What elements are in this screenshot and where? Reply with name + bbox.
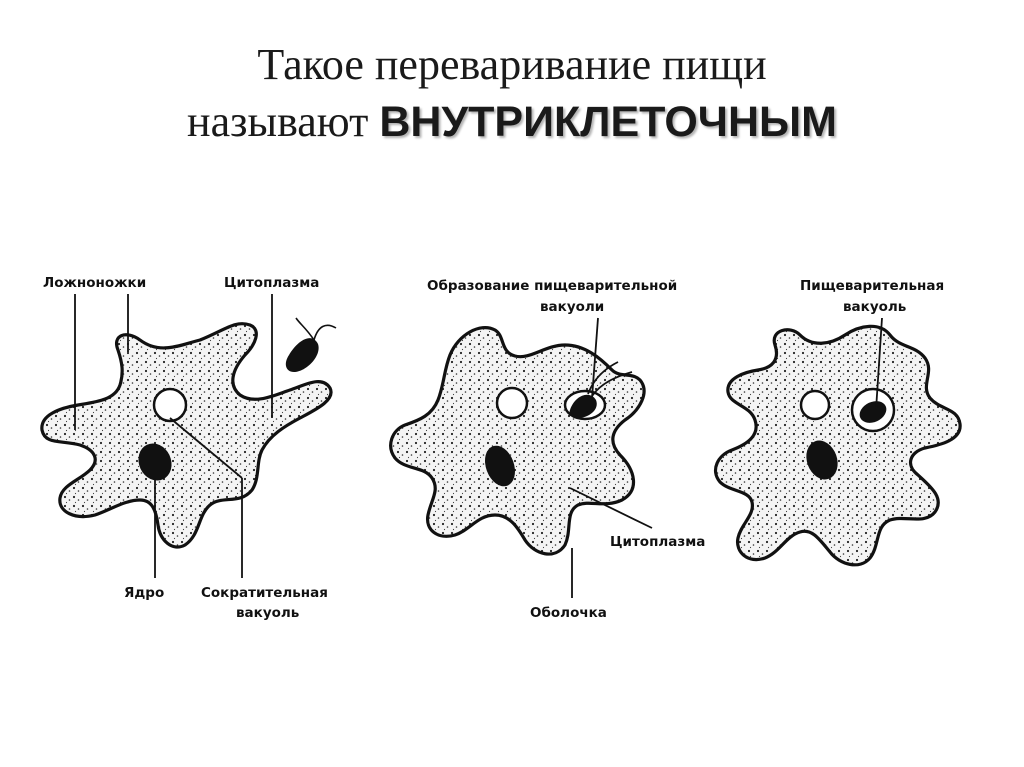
label-digestive-2: вакуоль (843, 299, 906, 315)
leader-lines (74, 294, 883, 598)
label-digestive-1: Пищеварительная (800, 278, 944, 294)
amoeba-2-body (389, 326, 646, 556)
label-pseudopods: Ложноножки (43, 275, 146, 291)
label-membrane: Оболочка (530, 605, 607, 621)
contractile-vacuole-2 (495, 386, 529, 420)
title-prefix: называют (187, 97, 369, 146)
label-cytoplasm-2: Цитоплазма (610, 534, 705, 550)
diagram-labels: Ложноножки Цитоплазма Ядро Сократительна… (43, 275, 944, 621)
label-contractile-2: вакуоль (236, 605, 299, 621)
title-emphasis: ВНУТРИКЛЕТОЧНЫМ (379, 98, 837, 146)
label-cytoplasm-1: Цитоплазма (224, 275, 319, 291)
label-contractile-1: Сократительная (201, 585, 328, 601)
title-line-1: Такое переваривание пищи (257, 40, 767, 89)
prey-organism (285, 317, 337, 372)
nucleus-1 (138, 443, 172, 481)
amoeba-1 (40, 322, 333, 549)
nucleus-3 (806, 440, 838, 480)
amoeba-1-body (40, 322, 333, 549)
label-nucleus: Ядро (124, 585, 164, 601)
title-line-2: называют ВНУТРИКЛЕТОЧНЫМ (0, 93, 1024, 151)
label-formation-2: вакуоли (540, 299, 604, 315)
nucleus-2 (485, 445, 515, 487)
digested-food (859, 401, 887, 423)
contractile-vacuole-1 (152, 387, 188, 423)
label-formation-1: Образование пищеварительной (427, 278, 677, 294)
slide-title: Такое переваривание пищи называют ВНУТРИ… (0, 36, 1024, 151)
amoeba-3 (714, 324, 962, 567)
amoeba-3-body (714, 324, 962, 567)
amoeba-2 (389, 326, 646, 556)
contractile-vacuole-3 (799, 389, 831, 421)
